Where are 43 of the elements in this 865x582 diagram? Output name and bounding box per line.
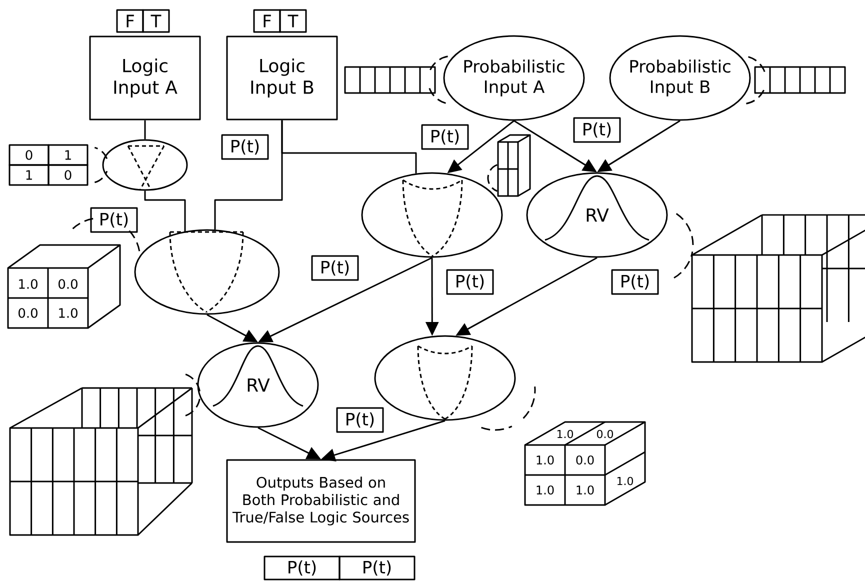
edge-label: P(t) [221,134,269,160]
cell-value: 0.0 [58,279,78,289]
edge-label: P(t) [573,117,621,143]
ellipse-node [374,335,516,421]
ellipse-node: Probabilistic Input B [609,35,751,121]
cell-value: 1.0 [576,485,594,495]
process-box: Logic Input A [89,36,201,120]
edge-label: P(t) [446,269,494,295]
table-cell: T [279,9,307,33]
table-cell: T [142,9,170,33]
table-cell: 0 [8,144,50,166]
connector-line [281,120,417,174]
cell-value: 1.0 [557,430,573,438]
ellipse-node [134,229,280,315]
table-cell: 1 [8,164,50,186]
table-cell: P(t) [338,556,416,580]
process-box: Outputs Based on Both Probabilistic and True/False Logic Sources [226,459,416,543]
edge-label: P(t) [421,124,469,150]
edge-label: P(t) [611,269,659,295]
ellipse-node [361,172,503,258]
process-box: Logic Input B [226,36,338,120]
ellipse-node: Probabilistic Input A [443,35,585,121]
connector-line [144,190,186,232]
cell-value: 0.0 [576,455,594,465]
cell-value: 1.0 [19,279,38,289]
cell-value: 1.0 [536,455,554,465]
table-cell: 0 [48,164,88,186]
cell-value: 1.0 [617,476,633,486]
cell-value: 1.0 [59,308,78,318]
table-cell: F [253,9,281,33]
edge-label: P(t) [336,407,384,433]
cell-value: 0.0 [18,308,38,318]
ellipse-node [102,139,188,191]
table-cell: P(t) [90,207,138,233]
cell-value: 0.0 [596,430,613,438]
table-cell: P(t) [264,556,340,580]
connector-line [144,120,146,140]
table-cell: 1 [48,144,88,166]
cell-value: 1.0 [536,485,554,495]
edge-label: P(t) [311,255,359,281]
ellipse-node: RV [197,342,319,428]
ellipse-node: RV [526,172,668,258]
table-cell: F [116,9,144,33]
